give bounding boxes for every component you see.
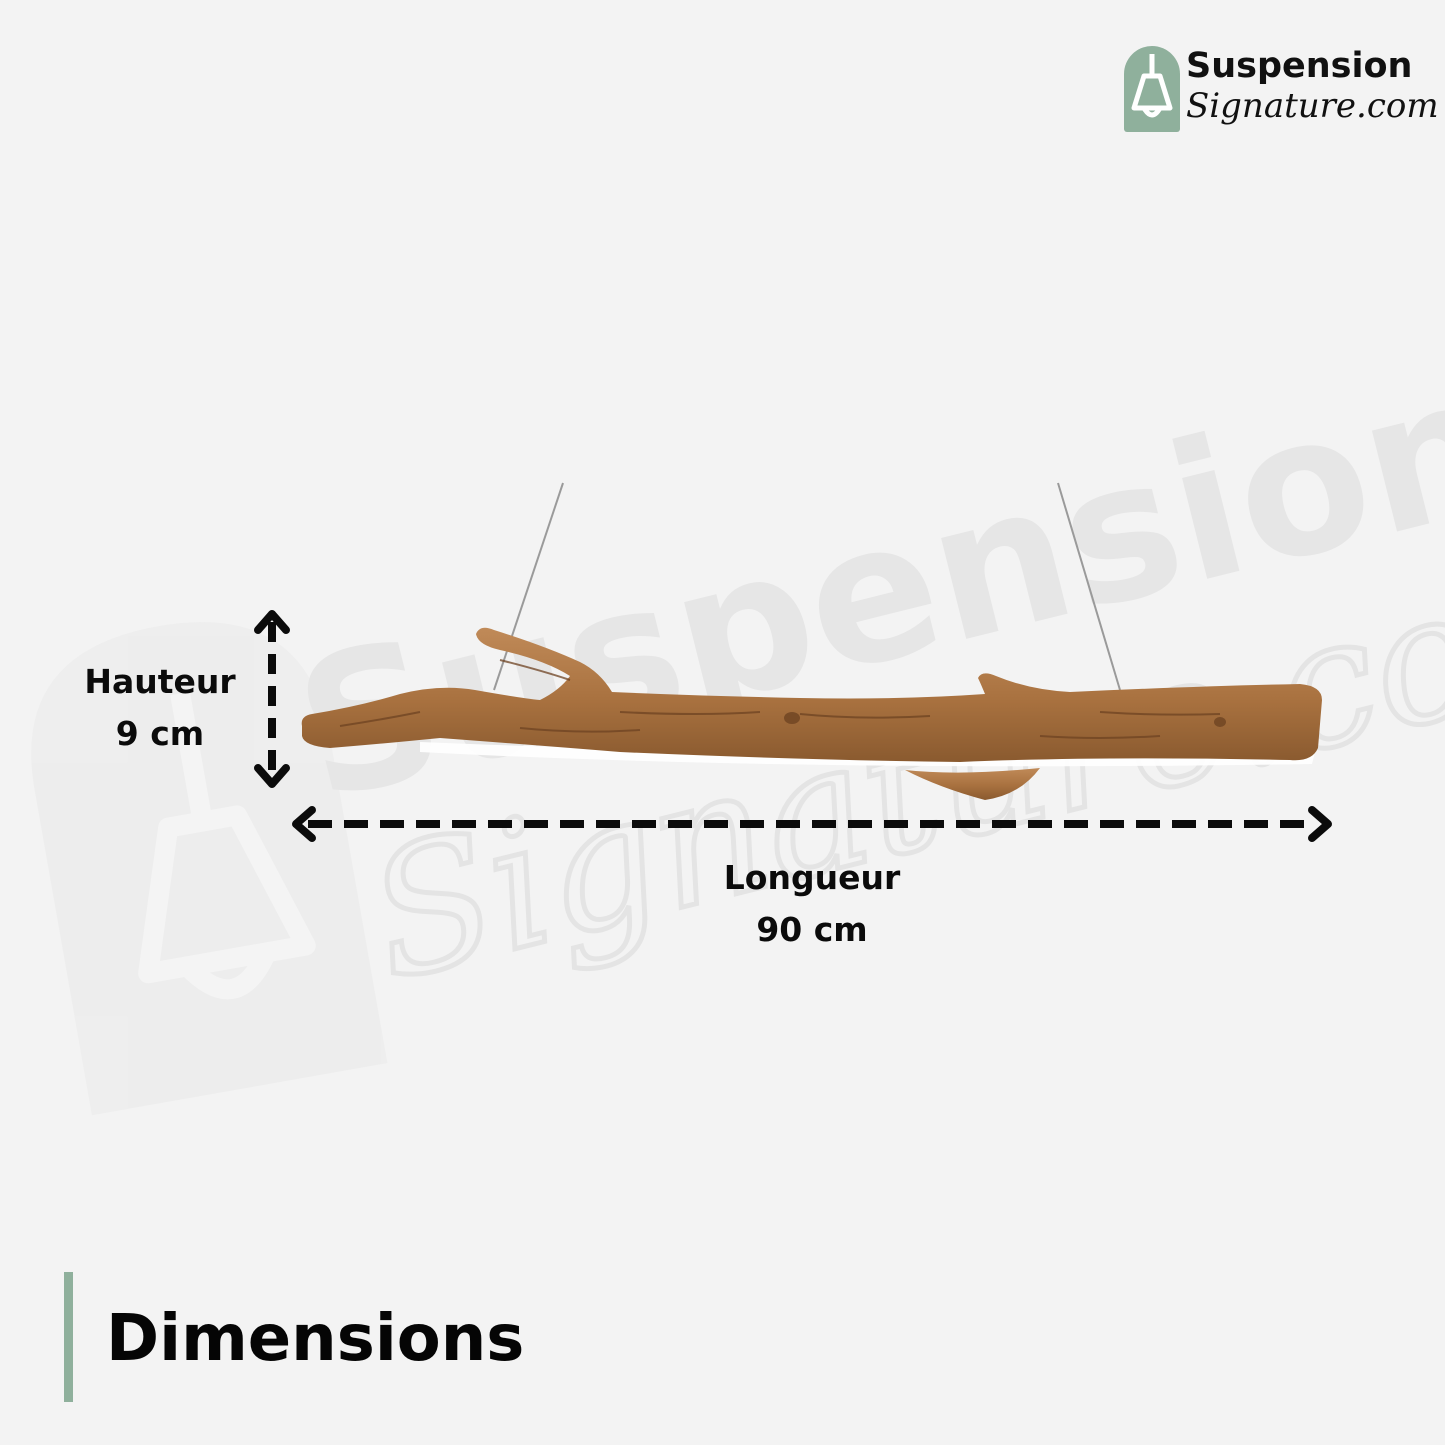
brand-name: Suspension xyxy=(1186,46,1413,86)
length-value: 90 cm xyxy=(756,910,868,949)
length-label: Longueur xyxy=(723,858,901,897)
section-accent-bar xyxy=(64,1272,73,1402)
wood-branch xyxy=(301,627,1322,762)
height-dimension-label: Hauteur 9 cm xyxy=(60,656,260,760)
suspension-wire-right xyxy=(1057,482,1121,691)
brand-logo[interactable]: Suspension Signature.com xyxy=(1124,44,1439,134)
brand-domain: Signature.com xyxy=(1186,86,1439,126)
height-value: 9 cm xyxy=(115,714,205,753)
section-title: Dimensions xyxy=(106,1302,525,1376)
length-dimension-label: Longueur 90 cm xyxy=(700,852,924,956)
watermark-lamp-icon xyxy=(31,622,388,1116)
length-arrow xyxy=(292,806,1332,842)
pendant-lamp-icon xyxy=(1124,46,1180,132)
height-arrow xyxy=(254,610,290,788)
suspension-wire-left xyxy=(493,482,564,691)
height-label: Hauteur xyxy=(84,662,236,701)
